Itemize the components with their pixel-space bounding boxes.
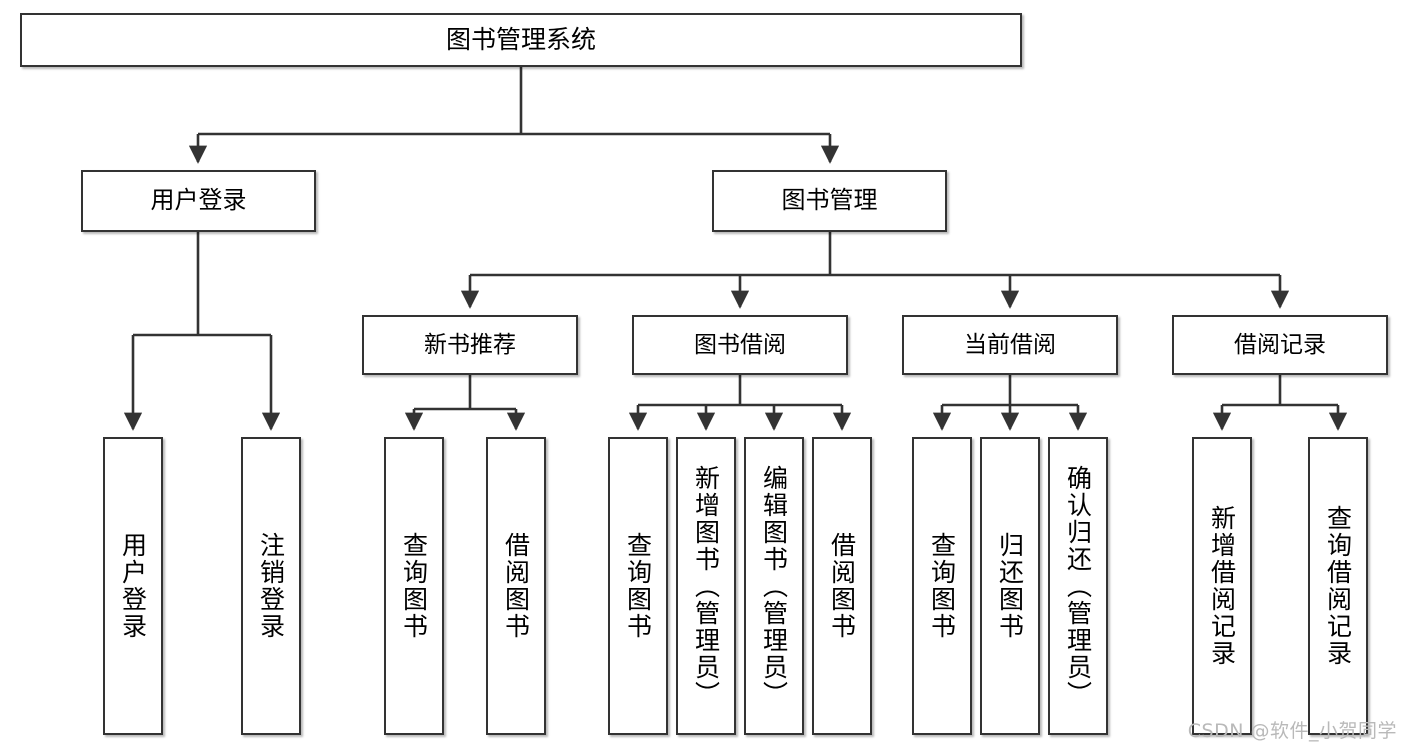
node-label: 注销登录 [256,532,286,640]
node-leaf-bookborrow-borrow[interactable]: 借阅图书 [812,437,872,735]
node-root-system[interactable]: 图书管理系统 [20,13,1022,67]
node-book-management[interactable]: 图书管理 [712,170,947,232]
node-user-login[interactable]: 用户登录 [81,170,316,232]
node-label: 新增图书（管理员） [691,464,721,708]
node-leaf-borrowrecord-add[interactable]: 新增借阅记录 [1192,437,1252,735]
node-borrow-record[interactable]: 借阅记录 [1172,315,1388,375]
node-leaf-bookborrow-query[interactable]: 查询图书 [608,437,668,735]
node-leaf-currentborrow-query[interactable]: 查询图书 [912,437,972,735]
node-label: 编辑图书（管理员） [759,464,789,708]
node-leaf-newbook-borrow[interactable]: 借阅图书 [486,437,546,735]
node-label: 借阅图书 [501,532,531,640]
node-label: 借阅图书 [827,532,857,640]
node-label: 借阅记录 [1234,331,1326,358]
node-current-borrow[interactable]: 当前借阅 [902,315,1118,375]
node-leaf-currentborrow-confirm[interactable]: 确认归还（管理员） [1048,437,1108,735]
node-leaf-newbook-query[interactable]: 查询图书 [384,437,444,735]
node-leaf-bookborrow-edit[interactable]: 编辑图书（管理员） [744,437,804,735]
node-label: 当前借阅 [964,331,1056,358]
node-leaf-bookborrow-add[interactable]: 新增图书（管理员） [676,437,736,735]
node-label: 图书借阅 [694,331,786,358]
node-leaf-currentborrow-return[interactable]: 归还图书 [980,437,1040,735]
node-label: 归还图书 [995,532,1025,640]
node-leaf-user-login-signin[interactable]: 用户登录 [103,437,163,735]
node-label: 用户登录 [150,186,247,215]
node-label: 新书推荐 [424,331,516,358]
node-leaf-user-login-signout[interactable]: 注销登录 [241,437,301,735]
node-new-book-recommend[interactable]: 新书推荐 [362,315,578,375]
node-label: 图书管理 [781,186,878,215]
node-label: 确认归还（管理员） [1063,464,1093,708]
node-label: 新增借阅记录 [1207,505,1237,667]
node-label: 查询图书 [927,532,957,640]
node-label: 查询借阅记录 [1323,505,1353,667]
node-label: 图书管理系统 [445,24,596,54]
node-book-borrow[interactable]: 图书借阅 [632,315,848,375]
node-label: 查询图书 [399,532,429,640]
watermark-text: CSDN @软件_小贺同学 [1187,720,1397,742]
node-leaf-borrowrecord-query[interactable]: 查询借阅记录 [1308,437,1368,735]
node-label: 用户登录 [118,532,148,640]
node-label: 查询图书 [623,532,653,640]
